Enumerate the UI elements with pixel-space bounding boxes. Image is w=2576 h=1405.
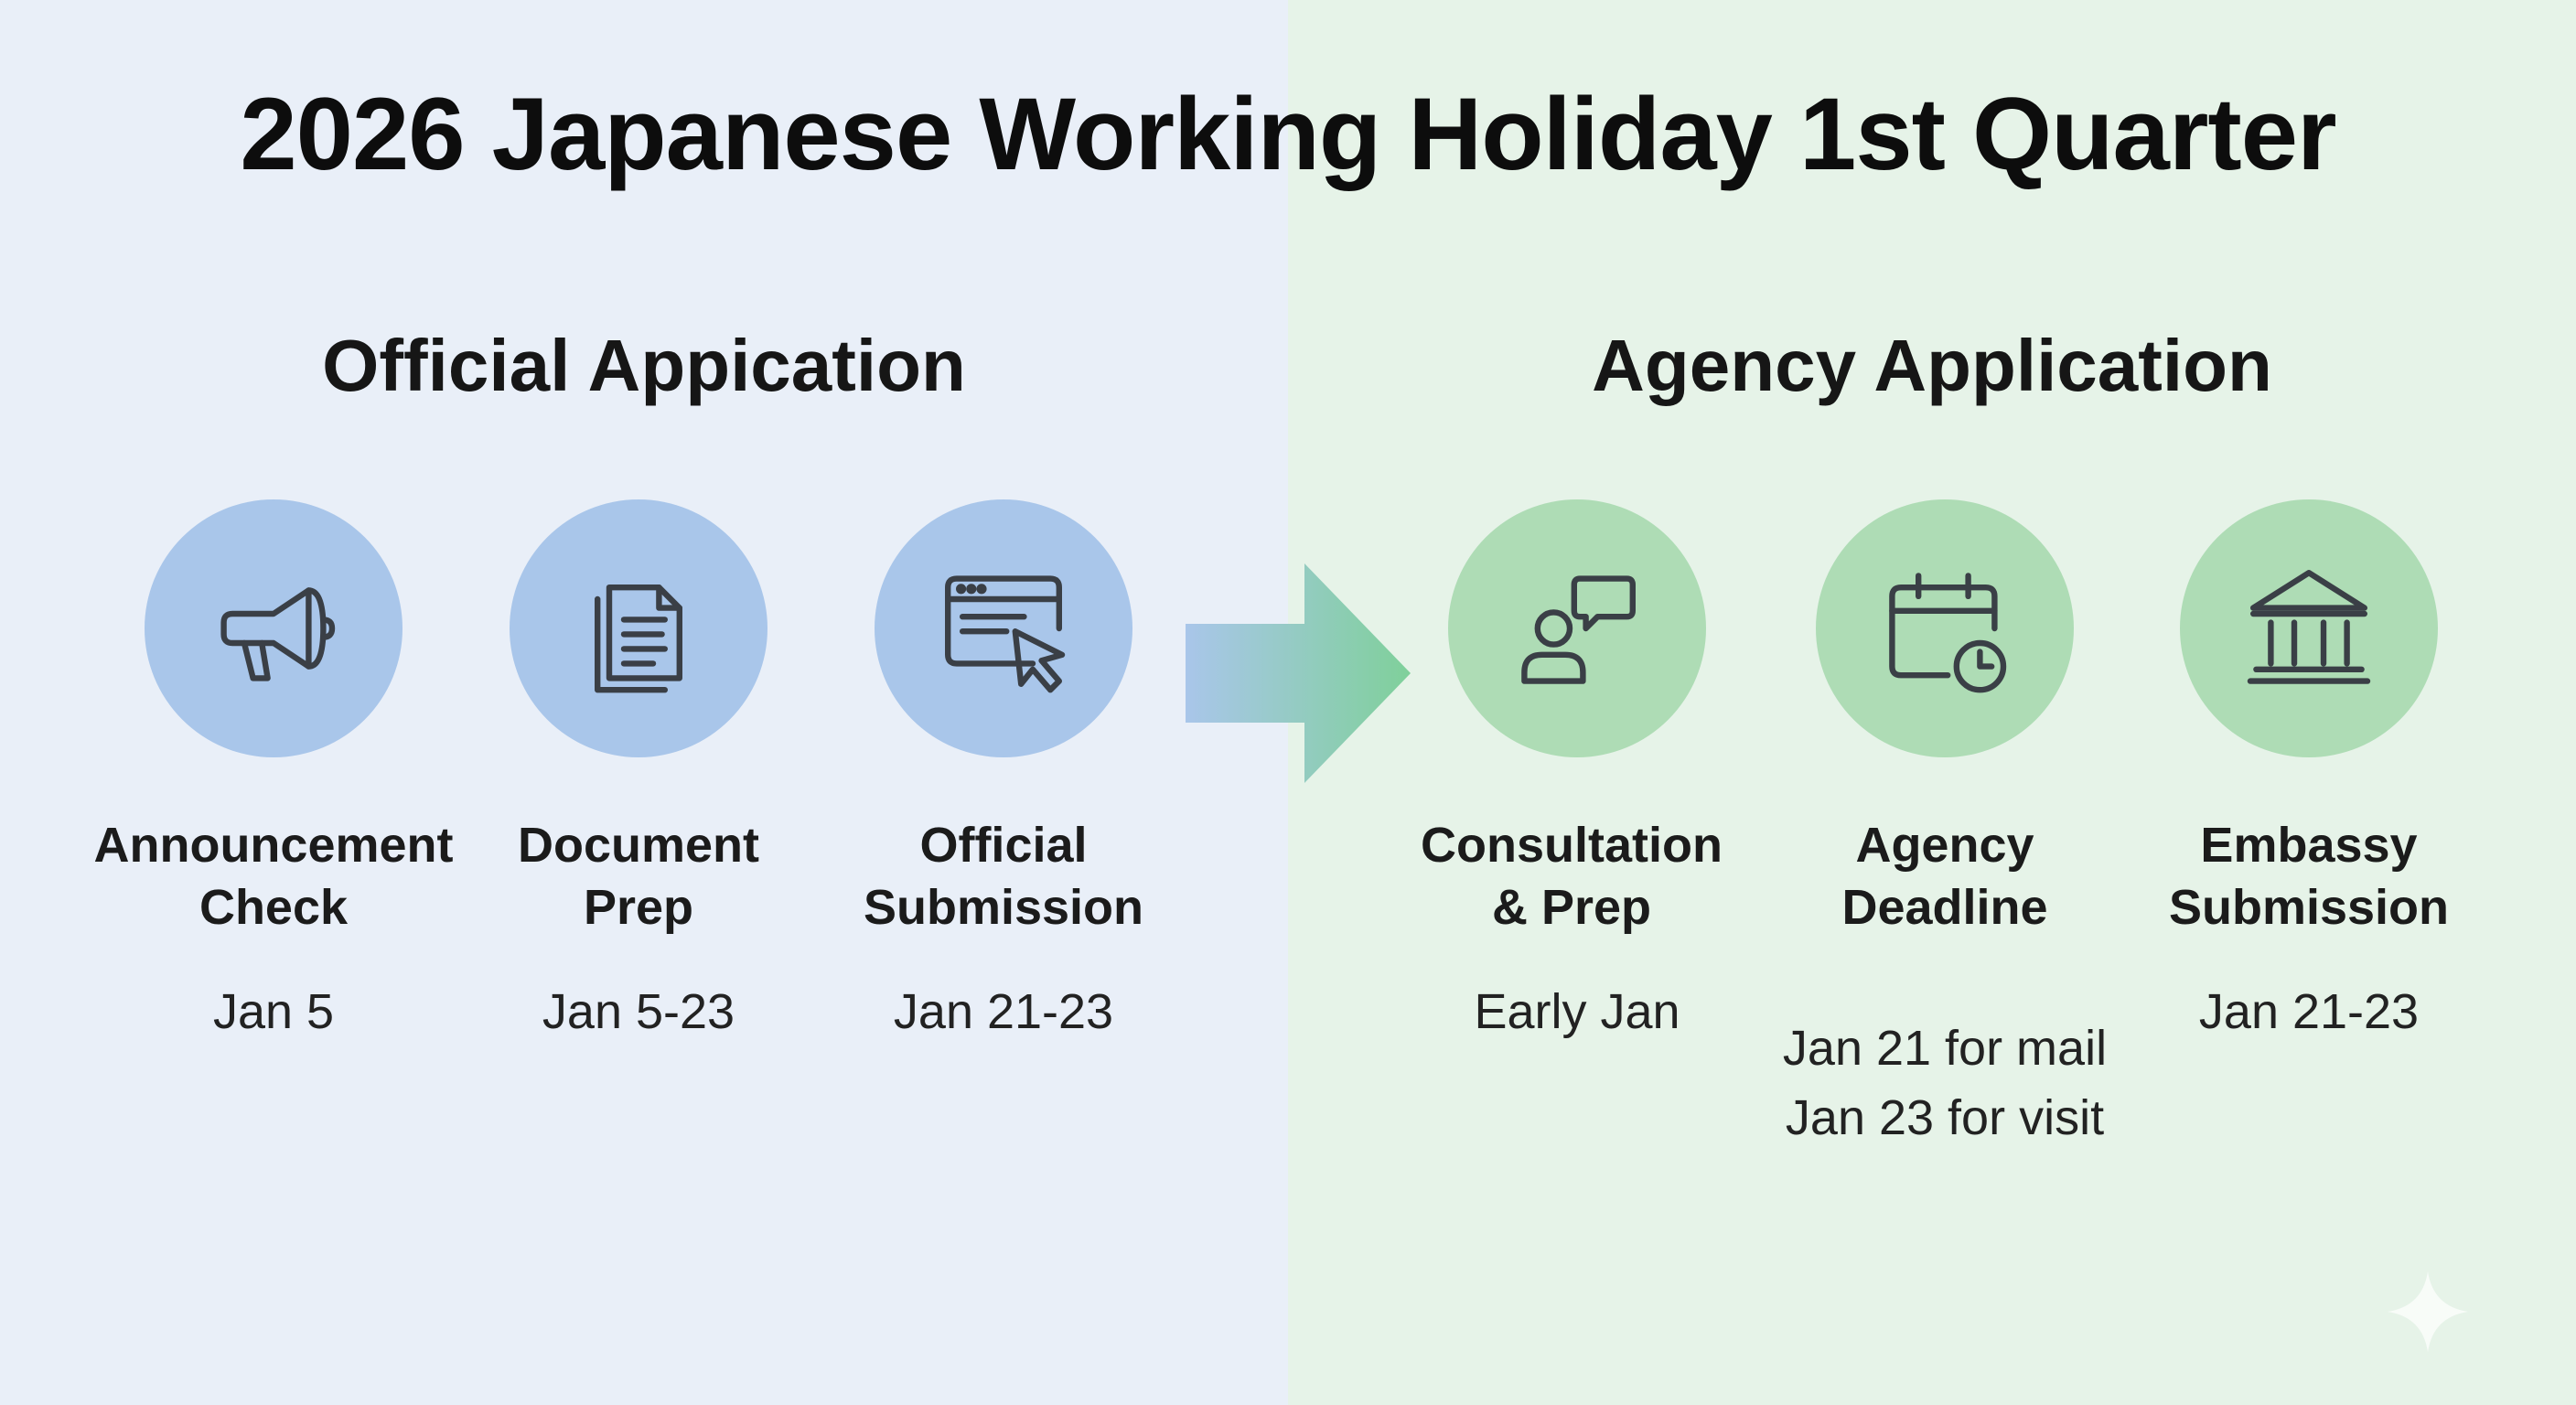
- browser-cursor-icon: [945, 575, 1066, 693]
- agency-section-title: Agency Application: [1592, 325, 2272, 406]
- announcement-check-circle: [145, 499, 402, 757]
- consultation-prep-label: Consultation& Prep: [1421, 818, 1723, 935]
- official-submission-circle: [875, 499, 1132, 757]
- official-submission-date: Jan 21-23: [893, 984, 1114, 1039]
- person-chat-icon: [1521, 575, 1636, 684]
- document-prep-circle: [510, 499, 767, 757]
- page-title: 2026 Japanese Working Holiday 1st Quarte…: [240, 77, 2336, 191]
- announcement-check-date: Jan 5: [212, 984, 335, 1039]
- megaphone-icon: [220, 587, 336, 681]
- calendar-clock-icon: [1889, 573, 2007, 693]
- document-icon: [595, 585, 682, 693]
- consultation-prep-circle: [1448, 499, 1706, 757]
- bank-building-icon: [2247, 570, 2371, 684]
- document-prep-date: Jan 5-23: [542, 984, 735, 1039]
- consultation-prep-date: Early Jan: [1474, 984, 1680, 1039]
- sparkle-icon: [2387, 1271, 2469, 1353]
- official-section-title: Official Appication: [322, 325, 966, 406]
- embassy-submission-circle: [2180, 499, 2438, 757]
- agency-deadline-circle: [1816, 499, 2074, 757]
- embassy-submission-date: Jan 21-23: [2198, 984, 2420, 1039]
- transition-arrow-icon: [1186, 563, 1411, 783]
